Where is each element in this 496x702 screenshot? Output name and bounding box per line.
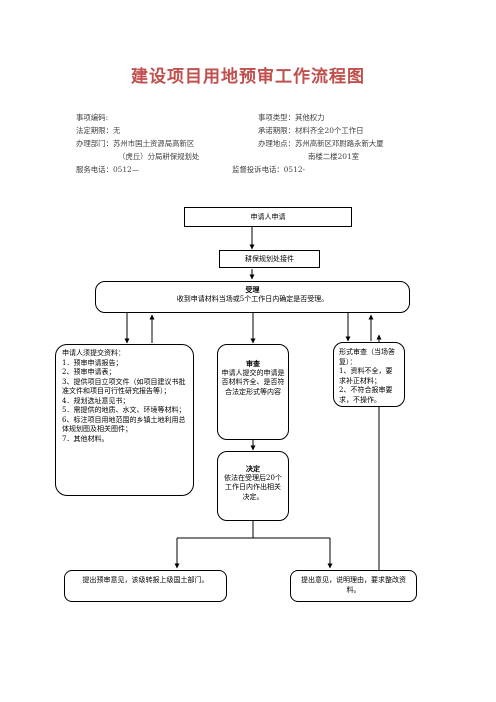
location-line-2: 南楼二楼201室: [308, 152, 360, 161]
dept-line-2: （虎丘）分局耕保规划处: [118, 152, 200, 161]
dept-line-1: 办理部门：苏州市国土资源局高新区: [76, 139, 195, 148]
materials-box: 申请人须提交资料： 1．预审申请报告； 2、预审申请表； 3、提供项目立项文件（…: [55, 344, 194, 496]
decision-box: 决定 依法在受理后20个工作日内作出相关决定。: [217, 451, 289, 521]
accept-dept-box: 耕保规划处接件: [219, 250, 320, 268]
materials-item: 4．规划选址意见书；: [62, 396, 130, 405]
formal-review-item: 1、资料不全，要求补正材料；: [339, 367, 393, 385]
materials-item: 1．预审申请报告；: [62, 358, 123, 367]
item-type: 事项类型：其他权力: [258, 113, 325, 122]
promise-limit: 承诺期限：材料齐全20个工作日: [258, 126, 364, 135]
materials-item: 7．其他材料。: [62, 434, 109, 443]
legal-limit: 法定期限：无: [76, 126, 121, 135]
accept-text: 收到申请材料当场或5个工作日内确定是否受理。: [176, 294, 329, 303]
service-phone: 服务电话：0512—: [76, 165, 140, 174]
review-title: 审查: [246, 359, 260, 368]
formal-review-heading: 形式审查（当场答复）：: [339, 348, 395, 366]
page-title: 建设项目用地预审工作流程图: [131, 67, 365, 87]
apply-box: 申请人申请: [184, 207, 352, 227]
supervise-phone: 监督投诉电话：0512-: [232, 165, 306, 174]
materials-item: 6、标注项目用地范围的乡镇土地利用总体规划图及相关图件；: [62, 415, 186, 434]
formal-review-box: 形式审查（当场答复）： 1、资料不全，要求补正材料； 2、不符合报审要求，不操作…: [333, 342, 405, 407]
materials-item: 3、提供项目立项文件（如项目建议书批准文件和项目可行性研究报告等）；: [62, 377, 186, 396]
accept-title: 受理: [245, 285, 260, 294]
accept-box: 受理 收到申请材料当场或5个工作日内确定是否受理。: [95, 281, 410, 313]
review-box: 审查 申请人提交的申请是否材料齐全、是否符合法定形式等内容: [217, 344, 289, 440]
formal-review-item: 2、不符合报审要求，不操作。: [339, 386, 393, 404]
materials-heading: 申请人须提交资料：: [62, 349, 125, 357]
item-code: 事项编码:: [76, 113, 109, 122]
materials-item: 5．需提供的地质、水文、环境等材料；: [62, 406, 186, 414]
result-right-box: 提出意见，说明理由，要求整改资料。: [290, 570, 417, 602]
review-text: 申请人提交的申请是否材料齐全、是否符合法定形式等内容: [221, 368, 285, 396]
decision-title: 决定: [246, 464, 260, 473]
decision-text: 依法在受理后20个工作日内作出相关决定。: [224, 473, 282, 501]
result-left-box: 提出预审意见，该级转报上级国土部门。: [64, 570, 227, 602]
materials-item: 2、预审申请表；: [62, 368, 116, 376]
location-line-1: 办理地点：苏州高新区邓尉路永新大厦: [258, 139, 384, 148]
